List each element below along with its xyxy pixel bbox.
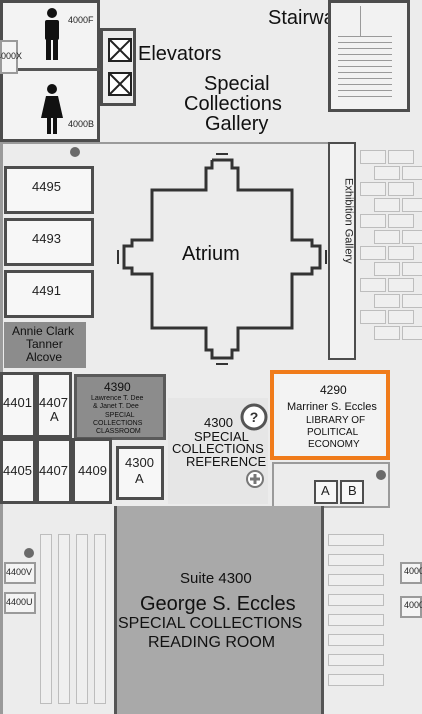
room-4000x[interactable] [0,40,18,74]
reading-room-label-line2: SPECIAL COLLECTIONS [118,615,303,632]
room-4390-label-line2: & Janet T. Dee [93,403,139,410]
reading-room-suite-label: Suite 4300 [180,570,252,587]
room-4000f-label: 4000F [68,15,94,25]
atrium-label: Atrium [182,243,240,265]
room-4300a-label-line2: A [135,471,144,486]
gallery-label-line2: Collections [184,93,282,115]
annie-clark-tanner-alcove[interactable] [4,322,86,368]
room-4407a-label-line2: A [50,409,59,424]
room-4390-label-line5: CLASSROOM [96,428,141,435]
room-4000x-label: 4000X [0,51,23,61]
help-desk-icon[interactable]: ? [240,403,268,431]
room-4300a[interactable] [116,446,164,500]
room-4401-label: 4401 [3,395,32,410]
reading-room-label-line3: READING ROOM [148,634,276,651]
alcove-label-line1: Annie Clark [12,324,75,338]
room-4407a-label-line1: 4407 [39,395,68,410]
left-outer-wall [0,0,3,714]
womens-restroom-icon [41,84,63,134]
alcove-label-line3: Alcove [26,350,63,364]
gallery-label-line1: Special [204,73,270,95]
stair-steps [338,36,392,102]
exhibition-gallery-label: Exhibition Gallery [342,178,355,264]
room-4290-label: 4290 [320,383,347,397]
atrium-outline [117,153,327,365]
room-4407[interactable] [36,438,72,504]
exhibition-gallery[interactable] [328,142,356,360]
room-4290-label-line4: ECONOMY [308,439,360,450]
alcove-label-line2: Tanner [26,337,63,351]
right-brick-area [360,150,422,370]
room-4390-label-line1: Lawrence T. Dee [91,395,144,402]
mens-restroom-icon [45,8,59,60]
room-4400v-label: 4400V [6,567,33,577]
room-4495-label: 4495 [32,179,61,194]
room-4407a[interactable] [36,372,72,438]
room-4000-upper-label: 4000 [404,566,422,576]
reference-label-line1: 4300 [204,415,233,430]
reading-room-label-line1: George S. Eccles [140,593,296,615]
room-4000-lower-label: 4000 [404,600,422,610]
room-a-label: A [321,483,330,498]
column-marker [376,470,386,480]
room-4400v[interactable] [4,562,36,584]
room-4400u[interactable] [4,592,36,614]
room-4401[interactable] [0,372,36,438]
gallery-corridor-wall [0,142,340,144]
first-aid-icon[interactable] [246,470,264,488]
stair-rail [360,6,361,36]
room-4407-label: 4407 [39,463,68,478]
restroom-divider [0,68,100,71]
room-4000-upper[interactable] [400,562,422,584]
room-4290-marriner-eccles[interactable] [270,370,390,460]
room-4290-label-line2: LIBRARY OF [306,415,366,426]
room-4290-label-line1: Marriner S. Eccles [287,401,377,413]
room-4400u-label: 4400U [6,597,33,607]
elevator-icon[interactable] [108,72,132,96]
room-4409-label: 4409 [78,463,107,478]
room-4409[interactable] [72,438,112,504]
room-b[interactable] [340,480,364,504]
room-4000b-label: 4000B [68,119,95,129]
room-4390-label-line4: COLLECTIONS [93,420,143,427]
room-4000-lower[interactable] [400,596,422,618]
room-4405[interactable] [0,438,36,504]
column-marker [70,147,80,157]
room-4390-classroom[interactable] [74,374,166,440]
gallery-label-line3: Gallery [205,113,269,135]
stack-shelving-left [40,534,110,710]
room-4493-label: 4493 [32,231,61,246]
room-4491-label: 4491 [32,283,61,298]
room-4300a-label-line1: 4300 [125,455,154,470]
column-marker [24,548,34,558]
reference-label-line3: COLLECTIONS [172,441,264,456]
room-a[interactable] [314,480,338,504]
reading-room[interactable] [114,506,324,714]
room-4390-label: 4390 [104,380,131,394]
stairway[interactable] [328,0,410,112]
elevators-label: Elevators [138,43,222,65]
room-4491[interactable] [4,270,94,318]
reference-label-line4: REFERENCE [186,454,267,469]
reference-label-line2: SPECIAL [194,429,249,444]
room-4390-label-line3: SPECIAL [105,412,135,419]
room-b-label: B [348,483,357,498]
room-4493[interactable] [4,218,94,266]
room-4405-label: 4405 [3,463,32,478]
room-4290-label-line3: POLITICAL [307,427,359,438]
svg-text:?: ? [250,409,259,425]
elevator-icon[interactable] [108,38,132,62]
stairway-label: Stairway [268,7,345,29]
room-4495[interactable] [4,166,94,214]
stack-shelving-right [328,534,388,710]
